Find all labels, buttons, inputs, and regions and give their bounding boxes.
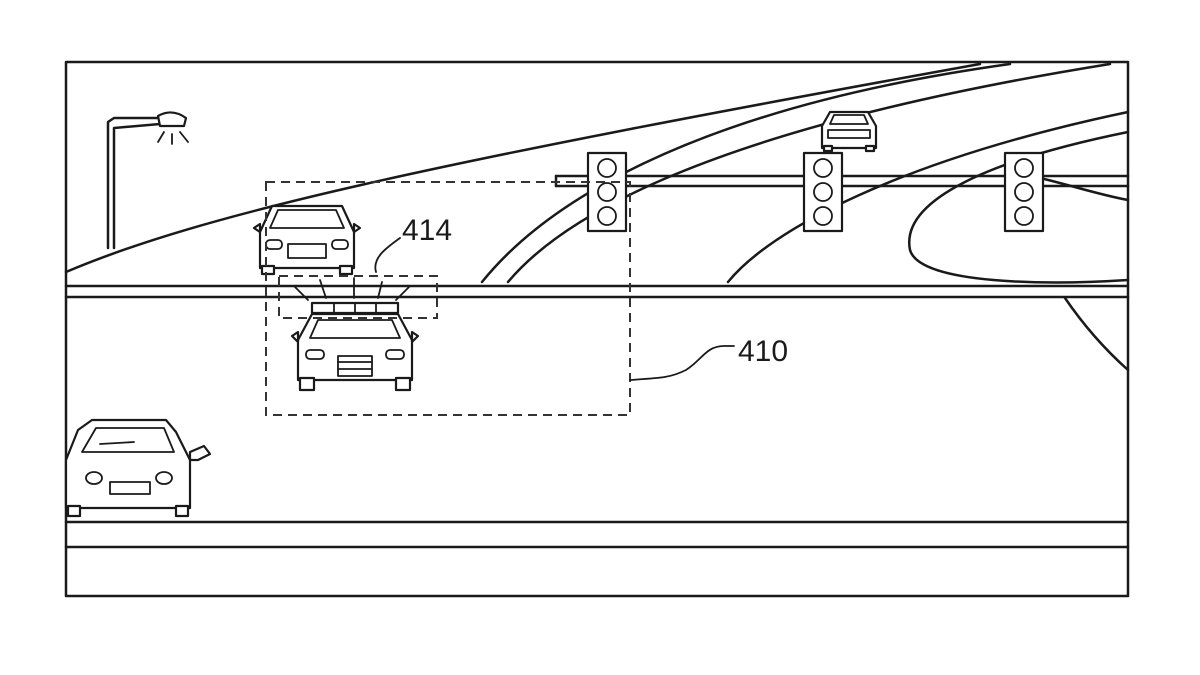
police-car-icon xyxy=(290,301,420,392)
road-curves xyxy=(64,62,1130,372)
leader-410 xyxy=(629,345,735,381)
emergency-light-rays xyxy=(293,277,411,301)
upper-car-icon xyxy=(252,204,362,276)
figure-frame xyxy=(64,60,1130,598)
traffic-light-icon-2 xyxy=(802,151,844,233)
road-lines xyxy=(64,284,1130,549)
distant-car-icon xyxy=(820,110,878,153)
leader-414 xyxy=(374,237,401,273)
region-414-box xyxy=(278,275,438,319)
reference-label-414: 414 xyxy=(402,214,452,247)
street-lamp-icon xyxy=(106,111,189,250)
traffic-light-icon-1 xyxy=(586,151,628,233)
lower-car-icon xyxy=(64,418,212,518)
region-410-box xyxy=(265,181,631,416)
traffic-light-icon-3 xyxy=(1003,151,1045,233)
reference-label-410: 410 xyxy=(738,335,788,368)
